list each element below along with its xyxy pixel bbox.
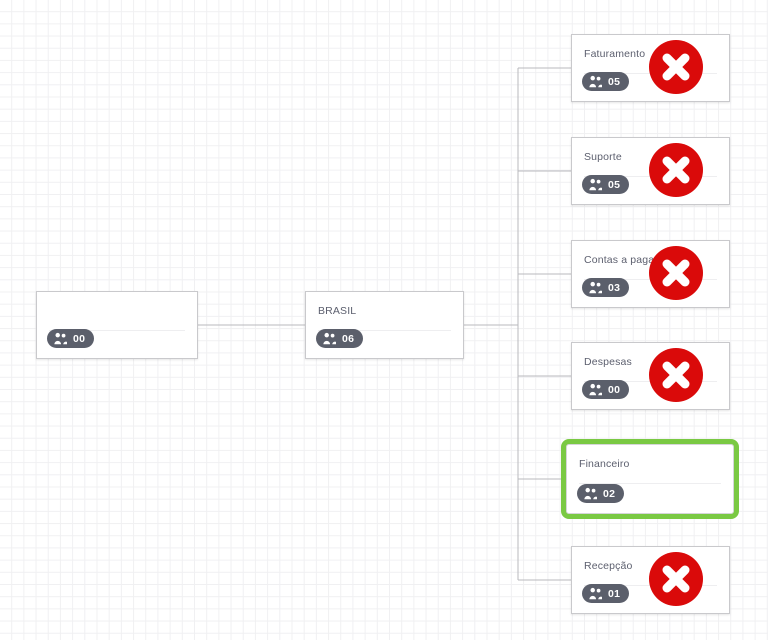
users-group-icon [588, 587, 603, 600]
users-group-icon [588, 178, 603, 191]
circle-x-icon[interactable] [648, 551, 706, 609]
members-count: 05 [608, 75, 621, 88]
members-count: 01 [608, 587, 621, 600]
node-despesas[interactable]: Despesas 00 [571, 342, 730, 410]
users-group-icon [588, 75, 603, 88]
circle-x-icon[interactable] [648, 347, 706, 405]
circle-x-icon[interactable] [648, 245, 706, 303]
node-title: Faturamento [584, 48, 646, 60]
members-badge[interactable]: 02 [577, 484, 625, 503]
members-count: 00 [73, 332, 86, 345]
node-title: Contas a pagar [584, 254, 658, 266]
node-divider [49, 330, 185, 331]
users-group-icon [53, 332, 68, 345]
node-recepcao[interactable]: Recepção 01 [571, 546, 730, 614]
node-title: BRASIL [318, 305, 357, 317]
users-group-icon [322, 332, 337, 345]
users-group-icon [583, 487, 598, 500]
node-suporte[interactable]: Suporte 05 [571, 137, 730, 205]
node-root[interactable]: 00 [36, 291, 198, 359]
members-count: 03 [608, 281, 621, 294]
members-count: 05 [608, 178, 621, 191]
node-contas-a-pagar[interactable]: Contas a pagar 03 [571, 240, 730, 308]
members-badge[interactable]: 00 [47, 329, 95, 348]
node-brasil[interactable]: BRASIL 06 [305, 291, 464, 359]
members-badge[interactable]: 05 [582, 175, 630, 194]
node-divider [579, 483, 721, 484]
members-count: 00 [608, 383, 621, 396]
members-count: 02 [603, 487, 616, 500]
circle-x-icon[interactable] [648, 142, 706, 200]
members-badge[interactable]: 03 [582, 278, 630, 297]
members-badge[interactable]: 01 [582, 584, 630, 603]
members-badge[interactable]: 05 [582, 72, 630, 91]
node-divider [318, 330, 451, 331]
node-financeiro[interactable]: Financeiro 02 [561, 439, 739, 519]
node-title: Suporte [584, 151, 622, 163]
members-badge[interactable]: 00 [582, 380, 630, 399]
node-faturamento[interactable]: Faturamento 05 [571, 34, 730, 102]
members-badge[interactable]: 06 [316, 329, 364, 348]
users-group-icon [588, 281, 603, 294]
node-title: Recepção [584, 560, 633, 572]
node-title: Despesas [584, 356, 632, 368]
circle-x-icon[interactable] [648, 39, 706, 97]
node-title: Financeiro [579, 458, 630, 470]
users-group-icon [588, 383, 603, 396]
members-count: 06 [342, 332, 355, 345]
